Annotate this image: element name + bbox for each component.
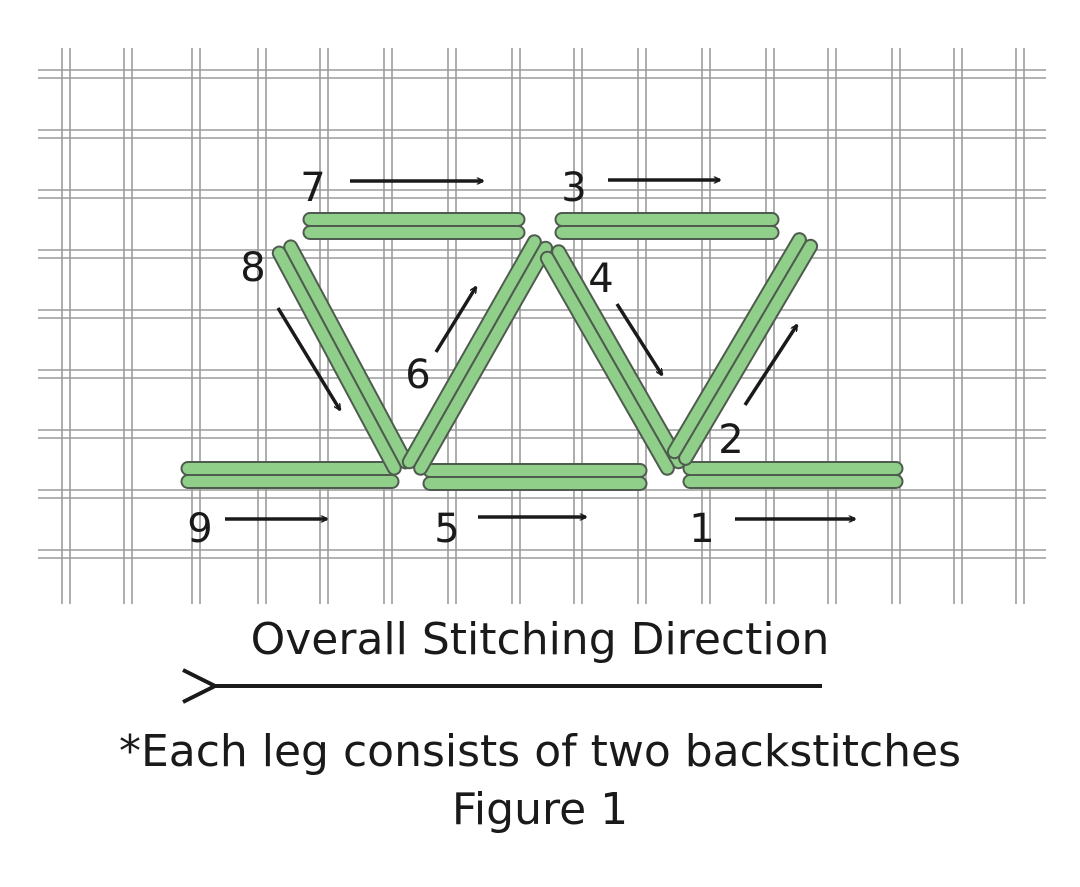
step-arrow-8 [276,307,342,410]
backstitch [553,246,685,468]
backstitch [285,241,412,468]
stitch-leg-6 [401,234,554,476]
stitch-leg-5 [422,463,648,491]
backstitch [403,236,540,468]
stitch-leg-1 [682,461,904,489]
step-arrow-2 [743,325,799,406]
stitch-leg-7 [302,212,526,240]
note-text: *Each leg consists of two backstitches [118,726,962,777]
step-number-6: 6 [405,352,430,398]
step-number-9: 9 [187,506,212,552]
stitch-leg-8 [271,239,414,476]
direction-label: Overall Stitching Direction [250,614,830,665]
step-number-3: 3 [561,165,586,211]
backstitch [415,242,552,474]
stitch-leg-2 [666,232,819,466]
stitch-leg-4 [539,244,687,476]
step-number-4: 4 [588,256,613,302]
stitch-leg-3 [554,212,780,240]
stitch-layer [180,212,904,491]
stitch-leg-9 [180,461,400,489]
backstitch [273,247,400,474]
step-number-8: 8 [240,245,265,291]
step-number-1: 1 [689,506,714,552]
backstitch [541,252,673,474]
step-number-5: 5 [434,506,459,552]
backstitch [680,240,817,464]
step-arrow-6 [434,287,478,353]
figure-title: Figure 1 [451,784,629,835]
backstitch [668,234,805,458]
step-number-7: 7 [300,165,325,211]
canvas-grid [38,48,1046,604]
step-number-2: 2 [718,417,743,463]
step-arrow-4 [615,303,664,375]
